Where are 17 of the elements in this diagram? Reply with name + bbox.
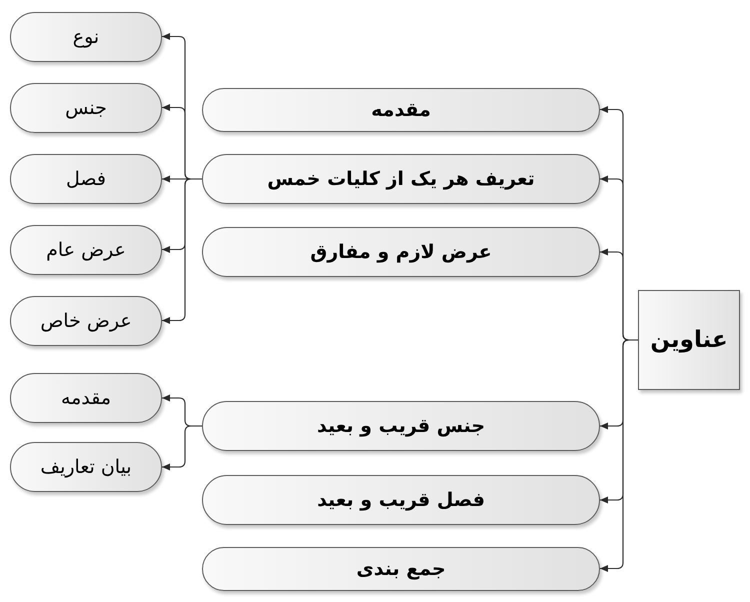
topic-pill: مقدمه bbox=[202, 88, 600, 132]
topic-pill: عرض لازم و مفارق bbox=[202, 227, 600, 277]
subtopic-pill: مقدمه bbox=[10, 373, 162, 423]
connector-arrow bbox=[162, 425, 202, 470]
topic-pill: جمع بندی bbox=[202, 546, 600, 590]
subtopic-pill: جنس bbox=[10, 82, 162, 132]
connector-arrow bbox=[162, 178, 202, 324]
heading-box: عناوین bbox=[638, 290, 740, 390]
topic-pill: جنس قریب و بعید bbox=[202, 401, 600, 451]
subtopic-pill: نوع bbox=[10, 12, 162, 62]
topic-pill: فصل قریب و بعید bbox=[202, 475, 600, 525]
subtopic-pill: عرض خاص bbox=[10, 296, 162, 346]
subtopic-pill: فصل bbox=[10, 154, 162, 204]
connector-arrow bbox=[600, 339, 638, 572]
subtopic-pill: عرض عام bbox=[10, 224, 162, 274]
subtopic-pill: بیان تعاریف bbox=[10, 442, 162, 492]
topic-pill: تعریف هر یک از کلیات خمس bbox=[202, 154, 600, 204]
